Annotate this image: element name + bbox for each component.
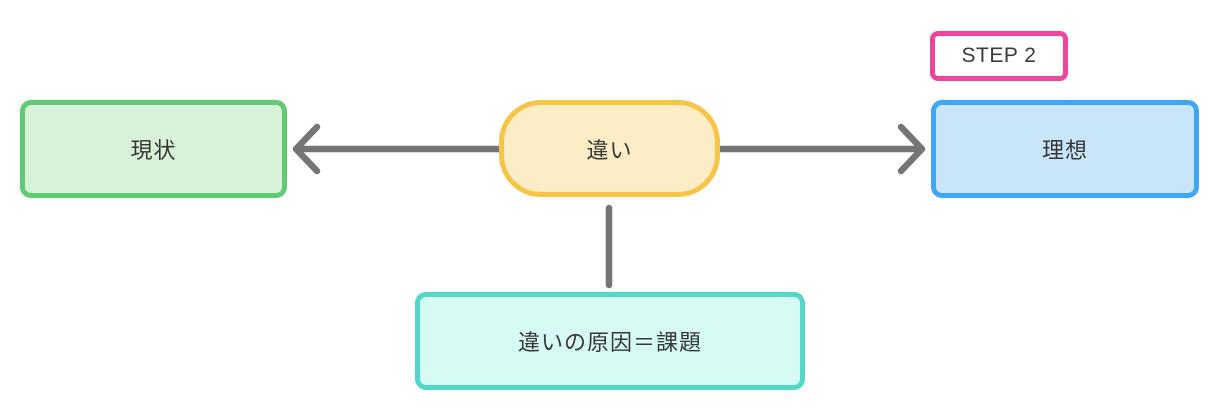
right-arrowhead-icon [897,123,926,175]
node-difference: 違い [499,100,720,197]
node-current-state: 現状 [20,100,287,198]
node-ideal-label: 理想 [1041,138,1088,163]
arrow-to-ideal [716,123,926,175]
left-arrowhead-icon [292,123,321,175]
node-difference-label: 違い [586,137,633,163]
arrow-to-current [292,123,503,175]
step-badge: STEP 2 [930,31,1068,81]
node-current-state-label: 現状 [130,138,177,163]
node-cause-label: 違いの原因＝課題 [517,330,702,355]
node-ideal: 理想 [931,100,1199,198]
node-cause: 違いの原因＝課題 [415,292,805,390]
step-badge-label: STEP 2 [961,44,1037,67]
